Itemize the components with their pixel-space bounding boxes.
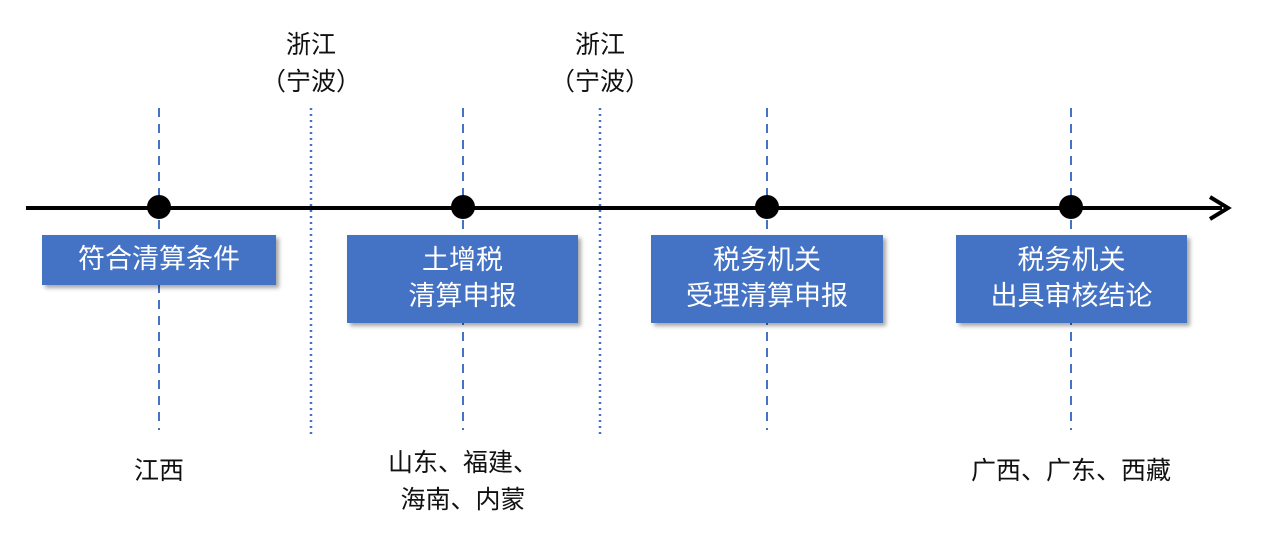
between-label-1-line-2: （宁波） — [260, 67, 362, 96]
stage-box-3: 税务机关 受理清算申报 — [651, 235, 883, 323]
bottom-label-1: 江西 — [134, 452, 184, 489]
milestone-dot-4 — [1059, 195, 1083, 219]
milestone-dot-3 — [755, 195, 779, 219]
between-label-2: 浙江 （宁波） — [550, 26, 650, 100]
between-label-2-line-1: 浙江 — [574, 30, 626, 59]
bottom-label-4-line-1: 广西、广东、西藏 — [970, 456, 1172, 485]
bottom-label-4: 广西、广东、西藏 — [971, 452, 1171, 489]
stage-label-4-line-2: 出具审核结论 — [990, 281, 1153, 312]
stage-label-1-line-1: 符合清算条件 — [78, 244, 240, 275]
stage-label-2-line-2: 清算申报 — [408, 281, 517, 312]
bottom-label-2: 山东、福建、 海南、内蒙 — [388, 444, 538, 518]
milestone-dot-2 — [451, 195, 475, 219]
stage-label-3-line-2: 受理清算申报 — [686, 281, 848, 312]
between-label-1: 浙江 （宁波） — [261, 26, 361, 100]
between-label-1-line-1: 浙江 — [285, 30, 337, 59]
stage-box-4: 税务机关 出具审核结论 — [956, 235, 1187, 323]
bottom-label-2-line-1: 山东、福建、 — [387, 448, 539, 477]
stage-label-3-line-1: 税务机关 — [713, 245, 821, 276]
stage-box-1: 符合清算条件 — [42, 235, 276, 285]
bottom-label-2-line-2: 海南、内蒙 — [400, 485, 526, 514]
stage-box-2: 土增税 清算申报 — [347, 235, 578, 323]
bottom-label-1-line-1: 江西 — [133, 456, 185, 485]
axis-arrowhead — [1208, 195, 1232, 221]
stage-label-2-line-1: 土增税 — [422, 245, 503, 276]
stage-label-4-line-1: 税务机关 — [1017, 245, 1126, 276]
milestone-dot-1 — [147, 195, 171, 219]
between-label-2-line-2: （宁波） — [549, 67, 651, 96]
